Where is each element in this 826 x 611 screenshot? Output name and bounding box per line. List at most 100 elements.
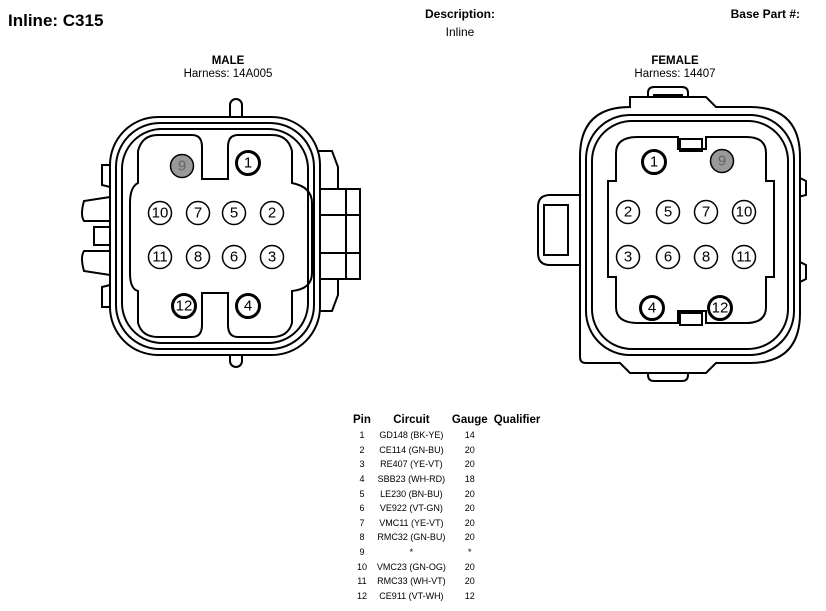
female-pin-7-label: 7	[702, 204, 710, 221]
cell-qualifier	[491, 545, 544, 560]
cell-gauge: 20	[464, 517, 475, 528]
cell-pin: 12	[356, 590, 367, 601]
cell-qualifier	[491, 501, 544, 516]
female-pin-2-label: 2	[624, 204, 632, 221]
cell-qualifier	[491, 428, 544, 443]
cell-pin: 5	[359, 488, 365, 499]
table-row: 11 RMC33 (WH-VT) 20	[350, 574, 543, 589]
female-pin-6-circle	[655, 244, 681, 270]
female-pin-8-label: 8	[702, 249, 710, 266]
pin-table-body: 1 GD148 (BK-YE) 14 2 CE114 (GN-BU) 20 3 RE407 (…	[350, 428, 543, 603]
cell-gauge: 20	[464, 444, 475, 455]
cell-pin: 2	[359, 444, 365, 455]
male-pin-10-label: 10	[152, 205, 169, 222]
cell-qualifier	[491, 516, 544, 531]
cell-pin: 1	[359, 430, 365, 441]
female-pin-4-circle	[639, 295, 665, 321]
male-pin-5-label: 5	[230, 205, 238, 222]
cell-gauge: 20	[464, 488, 475, 499]
female-pin-11-circle	[731, 244, 757, 270]
male-pin-4-circle	[235, 293, 261, 319]
female-pin-10-circle	[731, 199, 757, 225]
cell-gauge: 20	[464, 561, 475, 572]
cell-circuit: CE114 (GN-BU)	[379, 444, 444, 455]
female-pin-3-label: 3	[624, 249, 632, 266]
cell-gauge: 20	[464, 576, 475, 587]
female-pin-1-label: 1	[650, 154, 658, 171]
female-pin-5-label: 5	[664, 204, 672, 221]
female-pin-7-circle	[693, 199, 719, 225]
female-pin-10-label: 10	[736, 204, 753, 221]
cell-circuit: RMC33 (WH-VT)	[377, 576, 446, 587]
female-pin-11-label: 11	[736, 249, 752, 266]
cell-qualifier	[491, 472, 544, 487]
cell-gauge: 18	[464, 474, 475, 485]
cell-circuit: *	[409, 547, 414, 558]
female-pin-9-circle	[709, 148, 735, 174]
description-label: Description:	[424, 7, 495, 21]
female-pin-12-circle	[707, 295, 733, 321]
male-pin-9-label: 9	[178, 158, 186, 175]
male-harness: Harness: 14A005	[183, 68, 273, 80]
male-pin-5-circle	[221, 200, 247, 226]
cell-gauge: 12	[464, 590, 475, 601]
cell-pin: 6	[359, 503, 365, 514]
male-pin-11-circle	[147, 244, 173, 270]
cell-gauge: 20	[464, 532, 475, 543]
table-row: 12 CE911 (VT-WH) 12	[350, 589, 543, 604]
male-pin-3-label: 3	[268, 249, 276, 266]
male-pin-2-label: 2	[268, 205, 276, 222]
male-pin-6-label: 6	[230, 249, 238, 266]
cell-qualifier	[491, 443, 544, 458]
cell-pin: 3	[359, 459, 365, 470]
male-pin-7-label: 7	[194, 205, 202, 222]
female-pin-4-label: 4	[648, 300, 656, 317]
table-row: 1 GD148 (BK-YE) 14	[350, 428, 543, 443]
cell-circuit: GD148 (BK-YE)	[379, 430, 444, 441]
cell-circuit: RE407 (YE-VT)	[380, 459, 443, 470]
cell-circuit: CE911 (VT-WH)	[379, 590, 444, 601]
header-gauge: Gauge	[451, 414, 488, 426]
table-row: 2 CE114 (GN-BU) 20	[350, 443, 543, 458]
description-value: Inline	[445, 25, 475, 39]
cell-circuit: VMC11 (YE-VT)	[379, 517, 444, 528]
cell-gauge: *	[468, 547, 472, 558]
table-row: 5 LE230 (BN-BU) 20	[350, 486, 543, 501]
male-pin-12-label: 12	[176, 298, 193, 315]
cell-pin: 11	[357, 576, 367, 587]
cell-qualifier	[491, 530, 544, 545]
male-pin-12-circle	[171, 293, 197, 319]
male-pin-1-circle	[235, 150, 261, 176]
cell-qualifier	[491, 574, 544, 589]
female-pin-8-circle	[693, 244, 719, 270]
male-pin-4-label: 4	[244, 298, 252, 315]
cell-circuit: LE230 (BN-BU)	[380, 488, 443, 499]
cell-circuit: VMC23 (GN-OG)	[376, 561, 446, 572]
cell-circuit: RMC32 (GN-BU)	[377, 532, 446, 543]
cell-gauge: 20	[464, 503, 475, 514]
cell-gauge: 14	[464, 430, 475, 441]
cell-pin: 8	[359, 532, 365, 543]
cell-circuit: SBB23 (WH-RD)	[377, 474, 446, 485]
cell-pin: 9	[359, 547, 365, 558]
male-pin-1-label: 1	[244, 155, 252, 172]
header-qualifier: Qualifier	[493, 414, 541, 426]
female-harness: Harness: 14407	[634, 68, 716, 80]
cell-qualifier	[491, 457, 544, 472]
page-title: Inline: C315	[8, 11, 104, 30]
female-pin-12-label: 12	[712, 300, 729, 317]
female-pin-1-circle	[641, 149, 667, 175]
table-row: 8 RMC32 (GN-BU) 20	[350, 530, 543, 545]
header-pin: Pin	[353, 414, 371, 426]
male-name: MALE	[211, 55, 245, 67]
